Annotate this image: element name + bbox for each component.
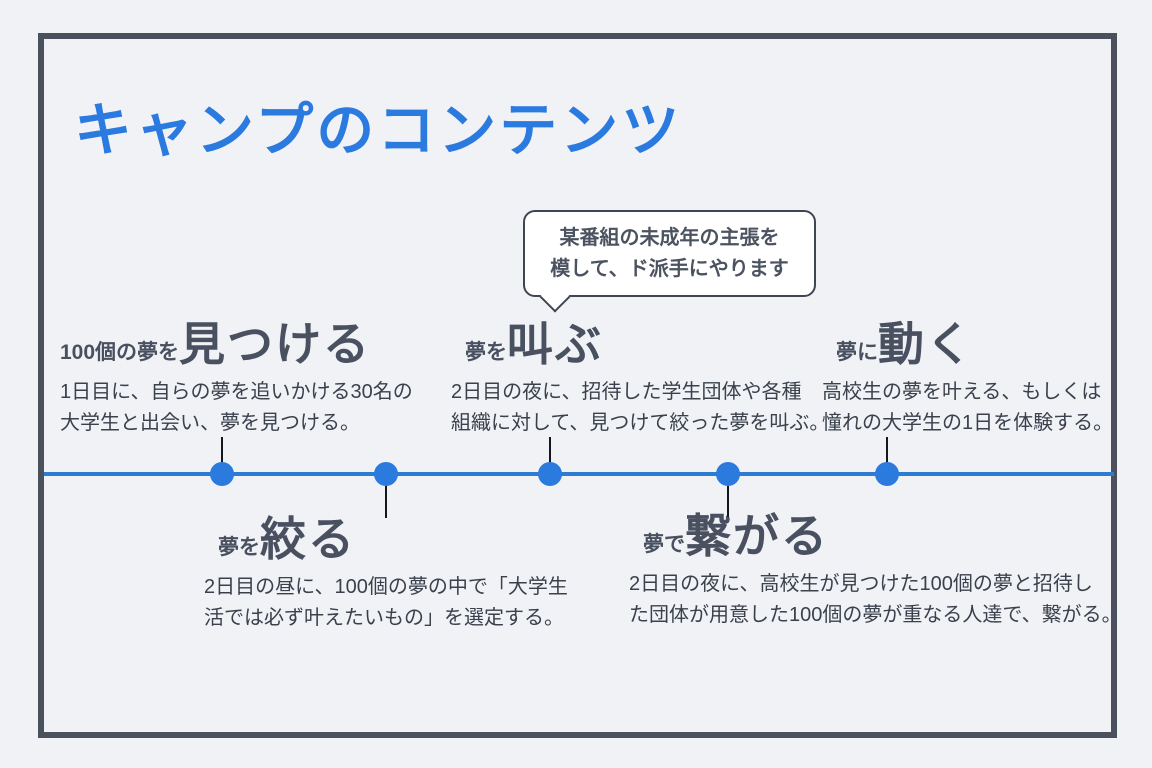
connector-step-3 [549,437,551,464]
connector-step-4 [727,485,729,518]
page-title: キャンプのコンテンツ [74,98,683,163]
step-prefix-label: 夢を [465,341,507,364]
timeline-dot-4 [716,462,740,486]
step-description-line-1: 2日目の夜に、招待した学生団体や各種 [451,381,802,403]
step-item-find: 100個の夢を 見つける 1日目に、自らの夢を追いかける30名の 大学生と出会い… [60,321,413,439]
step-action-label: 絞る [260,513,356,565]
step-description: 2日目の夜に、高校生が見つけた100個の夢と招待し た団体が用意した100個の夢… [629,569,1122,631]
step-description: 2日目の昼に、100個の夢の中で「大学生 活では必ず叶えたいもの」を選定する。 [204,572,568,634]
connector-step-1 [221,437,223,464]
step-description: 1日目に、自らの夢を追いかける30名の 大学生と出会い、夢を見つける。 [60,377,413,439]
step-description-line-1: 1日目に、自らの夢を追いかける30名の [60,381,413,403]
step-description-line-1: 高校生の夢を叶える、もしくは [822,381,1102,403]
connector-step-2 [385,485,387,518]
step-description-line-1: 2日目の昼に、100個の夢の中で「大学生 [204,576,568,598]
step-action-label: 叫ぶ [507,318,603,370]
step-description-line-2: 大学生と出会い、夢を見つける。 [60,412,360,434]
step-prefix-label: 100個の夢を [60,341,180,364]
timeline-dot-1 [210,462,234,486]
callout-bubble: 某番組の未成年の主張を 模して、ド派手にやります [523,210,816,313]
step-prefix-label: 夢で [643,533,685,556]
step-action-label: 見つける [179,318,372,370]
step-prefix-label: 夢を [218,536,260,559]
step-heading: 夢を 絞る [218,516,568,562]
step-heading: 夢で 繋がる [643,513,1122,559]
step-description-line-2: 活では必ず叶えたいもの」を選定する。 [204,607,564,629]
step-item-shout: 夢を 叫ぶ 2日目の夜に、招待した学生団体や各種 組織に対して、見つけて絞った夢… [451,321,829,439]
timeline-dot-3 [538,462,562,486]
step-description-line-2: 組織に対して、見つけて絞った夢を叫ぶ。 [451,412,830,434]
callout-text-line-2: 模して、ド派手にやります [550,257,789,280]
step-item-connect: 夢で 繋がる 2日目の夜に、高校生が見つけた100個の夢と招待し た団体が用意し… [629,513,1122,631]
connector-step-5 [886,437,888,464]
timeline-dot-5 [875,462,899,486]
step-description: 高校生の夢を叶える、もしくは 憧れの大学生の1日を体験する。 [822,377,1113,439]
timeline-dot-2 [374,462,398,486]
step-item-act: 夢に 動く 高校生の夢を叶える、もしくは 憧れの大学生の1日を体験する。 [822,321,1113,439]
step-item-narrow: 夢を 絞る 2日目の昼に、100個の夢の中で「大学生 活では必ず叶えたいもの」を… [204,516,568,634]
step-heading: 夢に 動く [836,321,1113,367]
step-description-line-2: 憧れの大学生の1日を体験する。 [822,412,1114,434]
step-heading: 100個の夢を 見つける [60,321,413,367]
slide-border-frame [38,33,1117,738]
step-action-label: 動く [878,318,974,370]
callout-text-line-1: 某番組の未成年の主張を [559,226,780,249]
step-description-line-2: た団体が用意した100個の夢が重なる人達で、繋がる。 [629,604,1122,626]
step-description-line-1: 2日目の夜に、高校生が見つけた100個の夢と招待し [629,573,1093,595]
step-prefix-label: 夢に [836,341,878,364]
step-heading: 夢を 叫ぶ [465,321,829,367]
step-action-label: 繋がる [685,510,829,562]
step-description: 2日目の夜に、招待した学生団体や各種 組織に対して、見つけて絞った夢を叫ぶ。 [451,377,829,439]
timeline-axis [44,472,1114,476]
